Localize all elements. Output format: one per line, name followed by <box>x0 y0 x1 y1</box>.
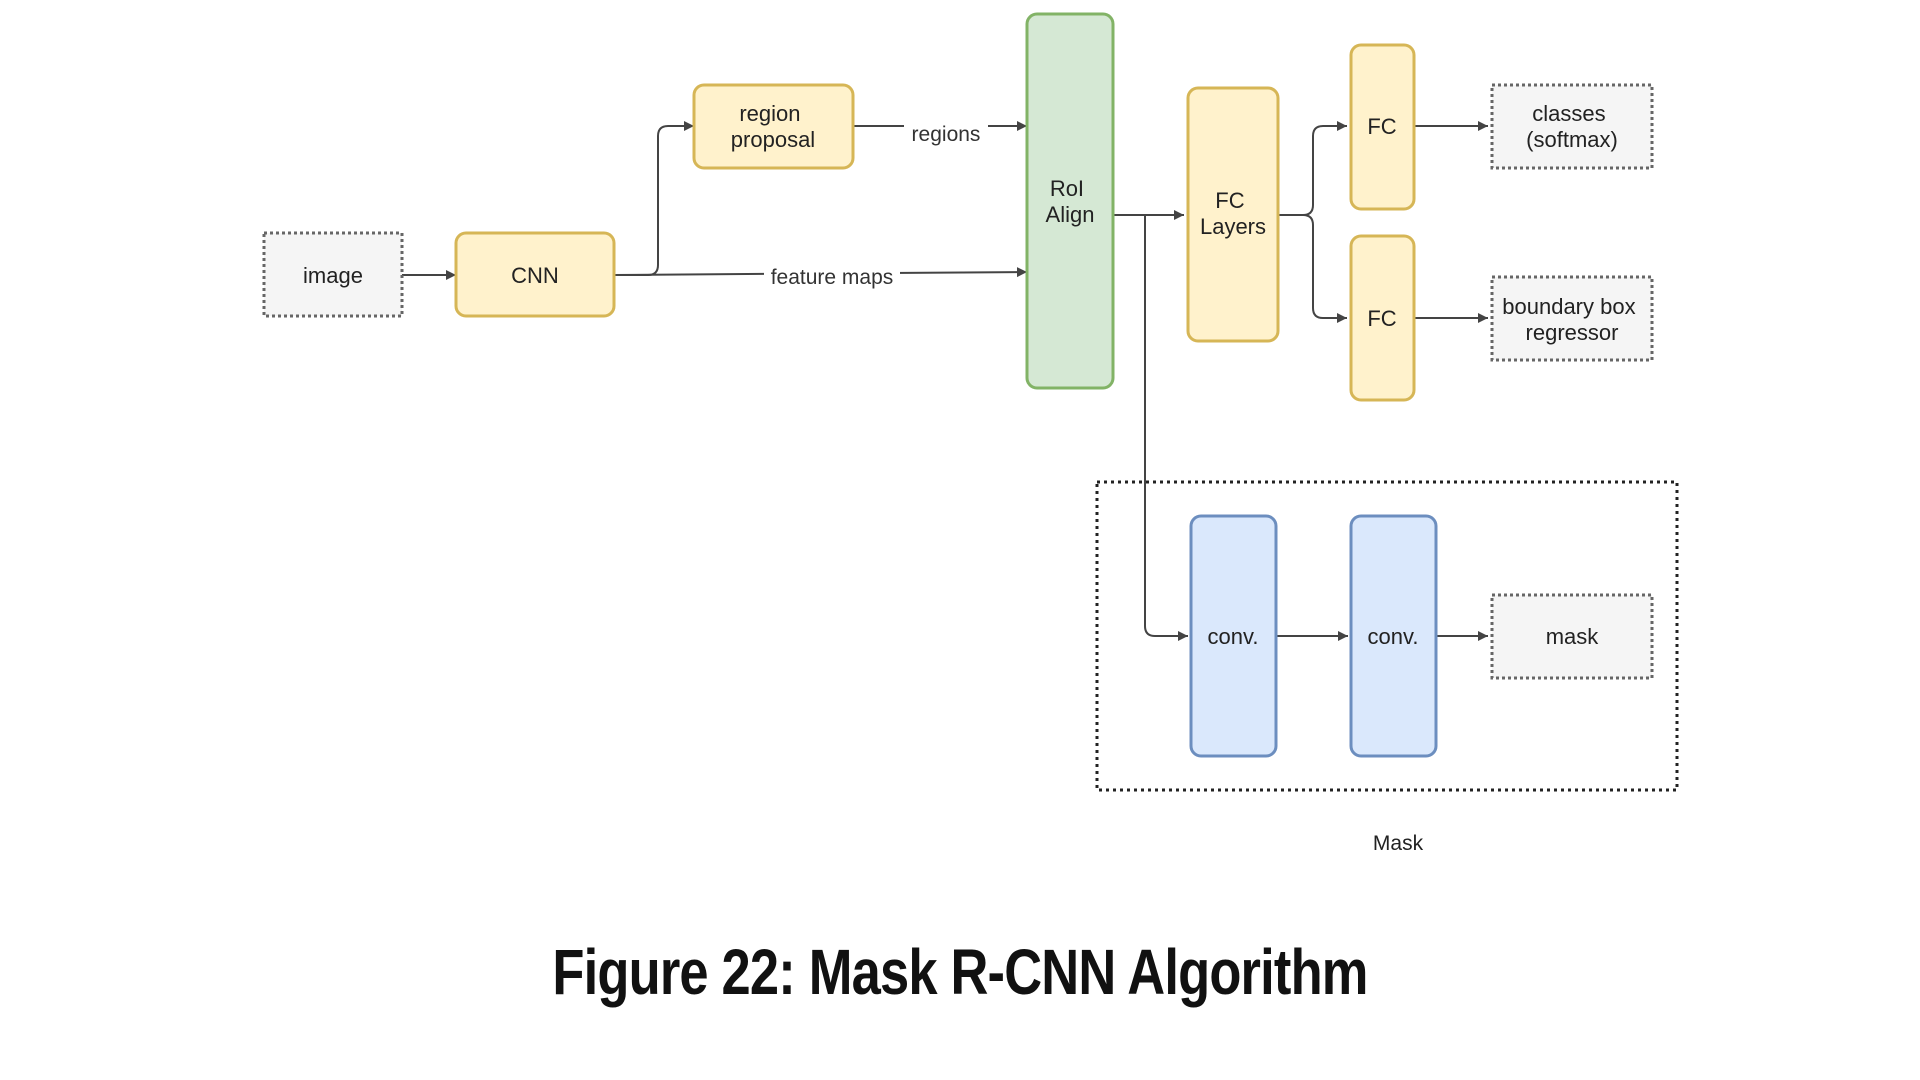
edge-fc-layers-to-fc-bottom <box>1302 214 1347 323</box>
node-region-proposal-label: region proposal <box>731 101 815 152</box>
node-region-proposal: region proposal <box>692 83 855 170</box>
node-bbox-regressor: boundary box regressor <box>1490 275 1654 362</box>
node-mask: mask <box>1490 593 1654 680</box>
node-roi-align: RoI Align <box>1025 12 1115 390</box>
node-image: image <box>262 231 404 318</box>
edge-label-regions: regions <box>912 123 981 146</box>
figure-caption: Figure 22: Mask R-CNN Algorithm <box>552 936 1368 1008</box>
node-bbox-regressor-label: boundary box regressor <box>1502 294 1641 345</box>
node-classes-label: classes (softmax) <box>1526 101 1618 152</box>
node-conv2-label: conv. <box>1368 624 1419 649</box>
mask-branch-group <box>1095 480 1679 792</box>
edges <box>402 121 1488 641</box>
node-mask-label: mask <box>1546 624 1600 649</box>
node-roi-align-label: RoI Align <box>1046 176 1095 227</box>
node-conv1-label: conv. <box>1208 624 1259 649</box>
node-fc-bottom: FC <box>1349 234 1416 402</box>
node-image-label: image <box>303 263 363 288</box>
node-conv1: conv. <box>1189 514 1278 758</box>
edge-roi-align-to-conv1 <box>1144 215 1188 641</box>
node-fc-top: FC <box>1349 43 1416 211</box>
node-conv2: conv. <box>1349 514 1438 758</box>
node-classes: classes (softmax) <box>1490 83 1654 170</box>
edge-label-feature-maps: feature maps <box>771 266 894 289</box>
node-cnn-label: CNN <box>511 263 559 288</box>
node-fc-layers-label: FC Layers <box>1200 188 1266 239</box>
node-fc-layers: FC Layers <box>1186 86 1280 343</box>
node-cnn: CNN <box>454 231 616 318</box>
node-fc-bottom-label: FC <box>1367 306 1396 331</box>
mask-group-label: Mask <box>1373 832 1424 855</box>
edge-cnn-to-region-proposal <box>614 121 694 276</box>
edge-fc-layers-to-fc-top <box>1278 121 1347 216</box>
node-fc-top-label: FC <box>1367 114 1396 139</box>
